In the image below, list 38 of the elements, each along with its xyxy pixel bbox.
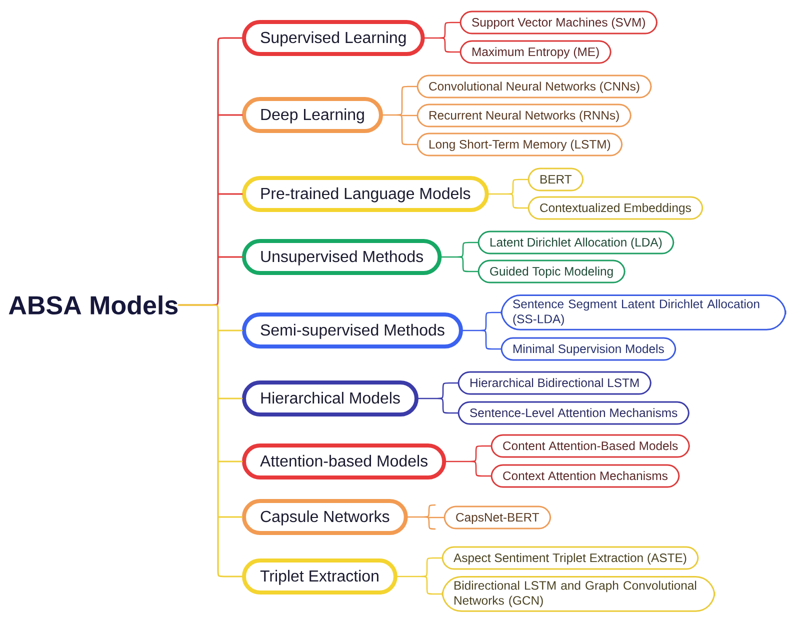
- category-pill: Attention-based Models: [242, 444, 446, 480]
- curly-brace: [462, 312, 502, 350]
- curly-brace: [396, 557, 442, 595]
- method-pill: Minimal Supervision Models: [500, 337, 676, 361]
- method-pill: Guided Topic Modeling: [478, 260, 626, 284]
- method-pill: Sentence Segment Latent Dirichlet Allocation (SS-LDA): [500, 294, 786, 330]
- method-pill: Long Short-Term Memory (LSTM): [416, 132, 623, 156]
- curly-brace: [178, 304, 243, 578]
- curly-brace: [407, 504, 444, 530]
- method-pill: BERT: [528, 168, 584, 192]
- method-pill: Contextualized Embeddings: [528, 196, 704, 220]
- root-label: ABSA Models: [8, 295, 178, 315]
- curly-brace: [488, 178, 528, 209]
- method-pill: Recurrent Neural Networks (RNNs): [416, 104, 632, 128]
- category-pill: Deep Learning: [242, 97, 383, 133]
- method-pill: CapsNet-BERT: [444, 506, 552, 530]
- method-pill: Convolutional Neural Networks (CNNs): [416, 74, 652, 98]
- category-pill: Unsupervised Methods: [242, 239, 442, 275]
- method-pill: Bidirectional LSTM and Graph Convolutional Networks (GCN): [442, 576, 716, 612]
- method-pill: Support Vector Machines (SVM): [460, 10, 658, 34]
- curly-brace: [418, 382, 458, 414]
- method-pill: Latent Dirichlet Allocation (LDA): [478, 230, 674, 254]
- category-pill: Semi-supervised Methods: [242, 312, 463, 348]
- category-pill: Triplet Extraction: [242, 558, 398, 594]
- method-pill: Context Attention Mechanisms: [490, 464, 680, 488]
- curly-brace: [424, 22, 460, 53]
- curly-brace: [441, 242, 478, 272]
- category-pill: Pre-trained Language Models: [242, 176, 489, 212]
- curly-brace: [445, 445, 492, 477]
- curly-brace: [382, 86, 418, 146]
- category-pill: Supervised Learning: [242, 20, 425, 56]
- category-pill: Capsule Networks: [242, 499, 408, 535]
- method-pill: Aspect Sentiment Triplet Extraction (ASTE): [442, 546, 699, 570]
- method-pill: Hierarchical Bidirectional LSTM: [458, 371, 652, 395]
- method-pill: Sentence-Level Attention Mechanisms: [458, 401, 690, 425]
- category-pill: Hierarchical Models: [242, 380, 418, 416]
- method-pill: Content Attention-Based Models: [490, 434, 690, 458]
- method-pill: Maximum Entropy (ME): [460, 40, 612, 64]
